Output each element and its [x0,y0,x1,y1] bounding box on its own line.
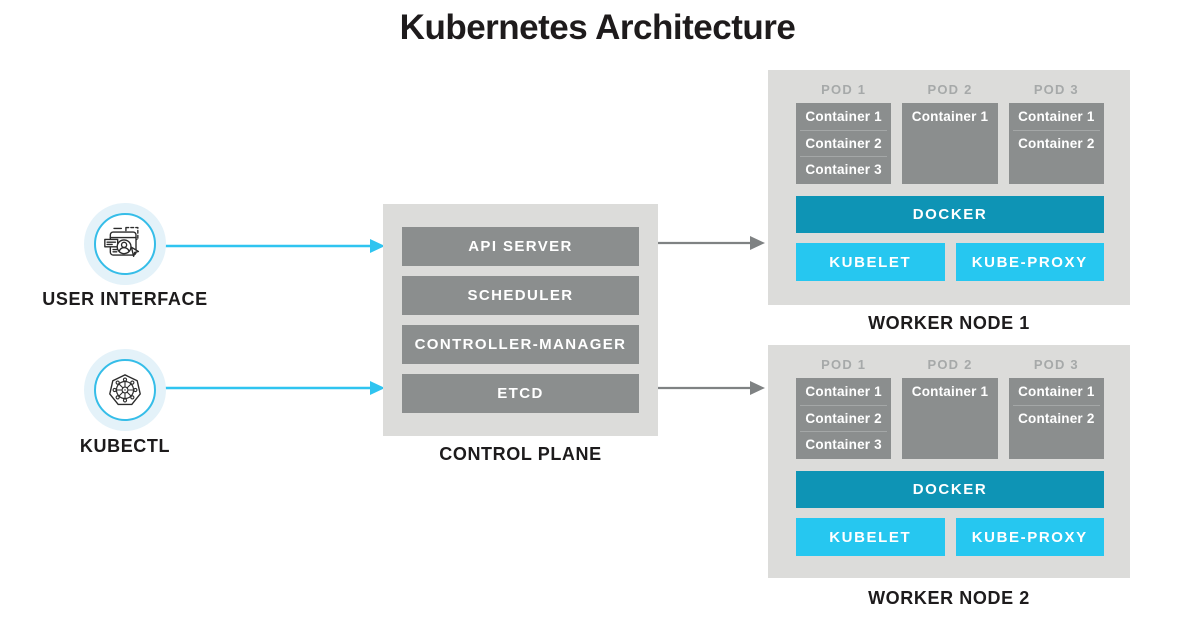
pod-box: Container 1 Container 2 [1008,103,1104,184]
component-scheduler: SCHEDULER [402,276,639,315]
user-interface-badge [94,213,156,275]
worker-node-1-label: WORKER NODE 1 [868,313,1030,333]
component-controller-manager: CONTROLLER-MANAGER [402,325,639,364]
worker-node-2-box: POD 1 Container 1 Container 2 Container … [768,345,1130,578]
pod-header: POD 2 [927,82,973,97]
pod-box: Container 1 [902,378,998,459]
pod-1: POD 1 Container 1 Container 2 Container … [796,80,892,184]
container-row: Container 2 [1012,130,1100,156]
services-row: KUBELET KUBE-PROXY [796,243,1104,281]
services-row: KUBELET KUBE-PROXY [796,518,1104,556]
pod-2: POD 2 Container 1 [902,80,998,184]
pod-box: Container 1 Container 2 Container 3 [796,378,892,459]
kubectl-badge [94,359,156,421]
worker-node-2-label: WORKER NODE 2 [868,588,1030,608]
arrow-control-plane-to-worker-node-1 [658,236,765,250]
pod-box: Container 1 Container 2 Container 3 [796,103,892,184]
container-row: Container 2 [800,405,888,431]
container-row: Container 1 [911,109,989,124]
docker-bar: DOCKER [796,196,1104,233]
container-row: Container 2 [800,130,888,156]
docker-bar: DOCKER [796,471,1104,508]
diagram-title: Kubernetes Architecture [399,8,796,47]
user-interface-label: USER INTERFACE [42,289,208,309]
container-row: Container 3 [800,431,888,457]
arrow-control-plane-to-worker-node-2 [658,381,765,395]
container-row: Container 1 [911,384,989,399]
kubelet-bar: KUBELET [796,243,945,281]
container-row: Container 3 [800,156,888,182]
kubectl-label: KUBECTL [79,436,171,456]
component-etcd: ETCD [402,374,639,413]
container-row: Container 1 [1018,109,1095,124]
kube-proxy-bar: KUBE-PROXY [955,518,1104,556]
arrow-kubectl-to-control-plane [158,381,385,395]
pod-2: POD 2 Container 1 [902,355,998,459]
pods-row: POD 1 Container 1 Container 2 Container … [796,355,1104,459]
pod-header: POD 2 [927,357,973,372]
worker-node-1-box: POD 1 Container 1 Container 2 Container … [768,70,1130,305]
pod-3: POD 3 Container 1 Container 2 [1008,80,1104,184]
kubelet-bar: KUBELET [796,518,945,556]
kube-proxy-bar: KUBE-PROXY [955,243,1104,281]
control-plane-box: API SERVER SCHEDULER CONTROLLER-MANAGER … [383,204,658,436]
pod-1: POD 1 Container 1 Container 2 Container … [796,355,892,459]
browser-user-icon [104,226,140,257]
pod-header: POD 3 [1033,82,1079,97]
container-row: Container 2 [1012,405,1100,431]
pod-box: Container 1 [902,103,998,184]
pod-header: POD 1 [821,357,867,372]
kubernetes-wheel-icon [109,374,141,406]
pod-header: POD 1 [821,82,867,97]
pods-row: POD 1 Container 1 Container 2 Container … [796,80,1104,184]
container-row: Container 1 [805,384,882,399]
container-row: Container 1 [805,109,882,124]
arrow-user-interface-to-control-plane [158,239,385,253]
control-plane-label: CONTROL PLANE [439,444,602,464]
pod-header: POD 3 [1033,357,1079,372]
pod-box: Container 1 Container 2 [1008,378,1104,459]
component-api-server: API SERVER [402,227,639,266]
container-row: Container 1 [1018,384,1095,399]
pod-3: POD 3 Container 1 Container 2 [1008,355,1104,459]
